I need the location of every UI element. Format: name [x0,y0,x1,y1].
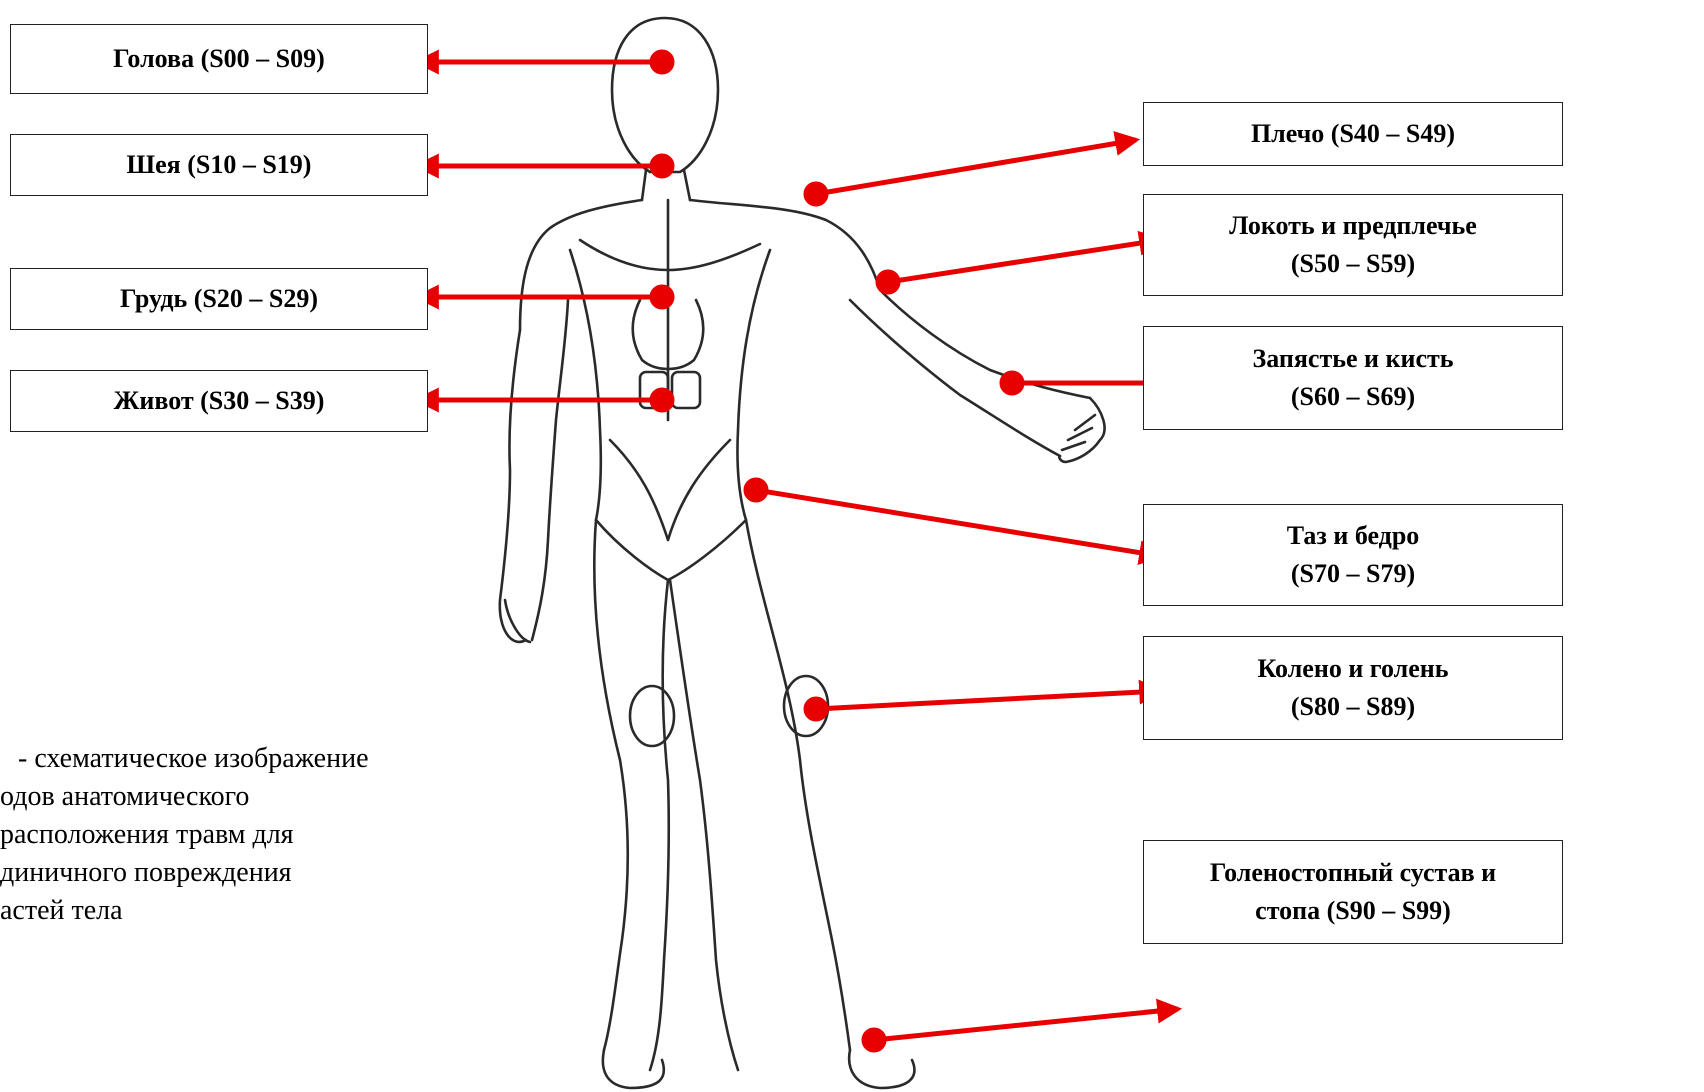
hip-arrow [756,490,1160,556]
label-abdomen: Живот (S30 – S39) [10,370,428,432]
label-wrist: Запястье и кисть (S60 – S69) [1143,326,1563,430]
label-wrist-line1: Запястье и кисть [1252,340,1453,378]
label-abdomen-text: Живот (S30 – S39) [114,382,325,420]
label-elbow: Локоть и предплечье (S50 – S59) [1143,194,1563,296]
caption-line-4: диничного повреждения [0,854,560,892]
elbow-dot [878,272,898,292]
elbow-arrow [888,240,1160,282]
label-neck-text: Шея (S10 – S19) [127,146,312,184]
caption-line-3: расположения травм для [0,816,560,854]
hip-dot [746,480,766,500]
label-hip-line1: Таз и бедро [1287,517,1420,555]
label-knee-line1: Колено и голень [1258,650,1449,688]
label-knee: Колено и голень (S80 – S89) [1143,636,1563,740]
label-hip-line2: (S70 – S79) [1291,555,1415,593]
label-elbow-line2: (S50 – S59) [1291,245,1415,283]
label-head: Голова (S00 – S09) [10,24,428,94]
chest-dot [652,287,672,307]
label-wrist-line2: (S60 – S69) [1291,378,1415,416]
label-shoulder: Плечо (S40 – S49) [1143,102,1563,166]
label-knee-line2: (S80 – S89) [1291,688,1415,726]
label-head-text: Голова (S00 – S09) [113,40,325,78]
right-connectors [746,140,1178,1050]
label-neck: Шея (S10 – S19) [10,134,428,196]
ankle-dot [864,1030,884,1050]
caption-line-5: астей тела [0,892,560,930]
label-ankle-line1: Голеностопный сустав и [1210,854,1496,892]
caption-line-1: - схематическое изображение [0,740,560,778]
head-dot [652,52,672,72]
shoulder-dot [806,184,826,204]
label-chest: Грудь (S20 – S29) [10,268,428,330]
ankle-arrow [874,1009,1178,1040]
label-hip: Таз и бедро (S70 – S79) [1143,504,1563,606]
human-body-anatomy-sketch-icon [500,18,1105,1088]
neck-dot [652,156,672,176]
label-chest-text: Грудь (S20 – S29) [120,280,318,318]
abdomen-dot [652,390,672,410]
label-ankle: Голеностопный сустав и стопа (S90 – S99) [1143,840,1563,944]
label-elbow-line1: Локоть и предплечье [1229,207,1477,245]
label-shoulder-text: Плечо (S40 – S49) [1251,115,1455,153]
shoulder-arrow [816,140,1136,194]
figure-caption: - схематическое изображение одов анатоми… [0,740,560,930]
knee-arrow [816,691,1160,709]
label-ankle-line2: стопа (S90 – S99) [1255,892,1451,930]
caption-line-2: одов анатомического [0,778,560,816]
knee-dot [806,699,826,719]
wrist-dot [1002,373,1022,393]
